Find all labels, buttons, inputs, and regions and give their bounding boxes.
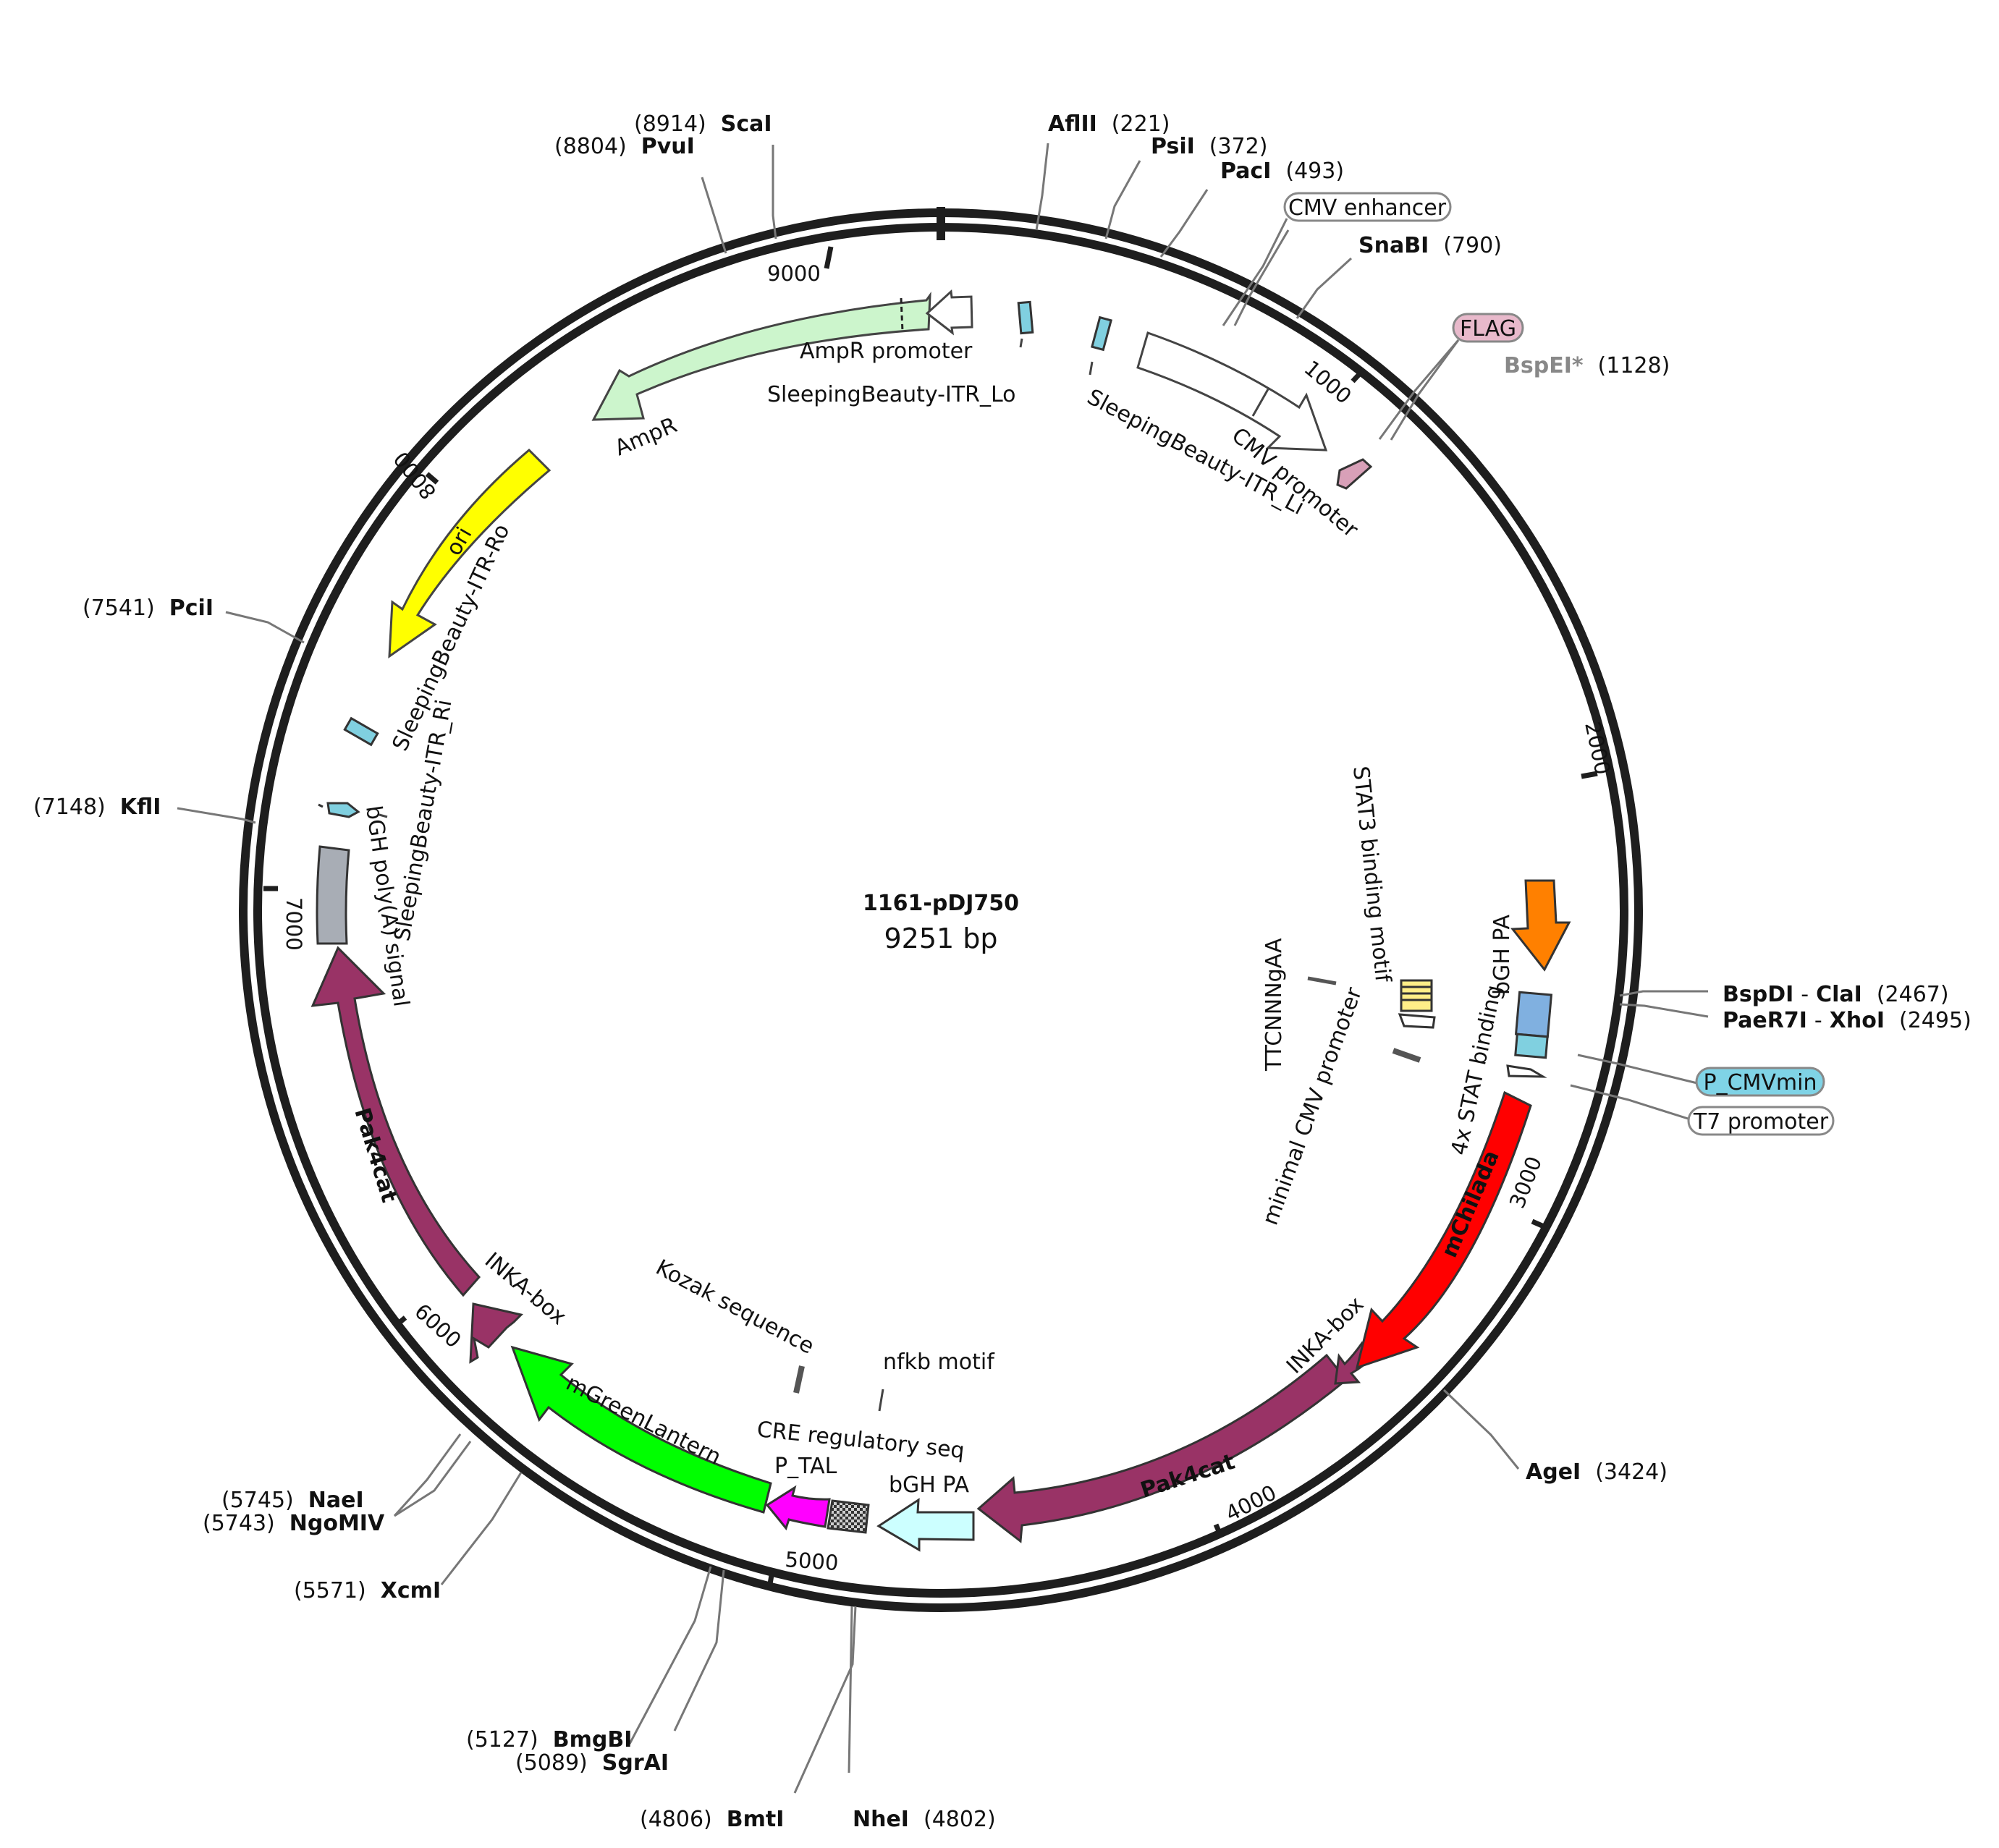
feature-p-cmvmin[interactable]: [1514, 1033, 1549, 1059]
site-bspei: BspEI*(1128): [1504, 353, 1670, 378]
label-nfkb-motif: nfkb motif: [883, 1349, 995, 1375]
tick-marks: [263, 246, 1598, 1589]
feature-flag[interactable]: [1336, 458, 1373, 490]
svg-text:T7 promoter: T7 promoter: [1693, 1109, 1829, 1135]
site-pcii: (7541)PciI: [83, 595, 214, 621]
feature-bgh-pa-bottom[interactable]: [876, 1498, 975, 1552]
plasmid-name: 1161-pDJ750: [863, 891, 1019, 916]
tick-label-5000: 5000: [785, 1547, 840, 1575]
label-bgh-pa-bottom: bGH PA: [889, 1472, 970, 1498]
tick-label-9000: 9000: [767, 261, 821, 286]
feature-ampr-promoter[interactable]: [925, 289, 973, 336]
site-nhei: NheI(4802): [853, 1807, 996, 1832]
plasmid-length: 9251 bp: [884, 923, 997, 954]
svg-text:CMV enhancer: CMV enhancer: [1288, 195, 1447, 221]
backbone: [239, 207, 1643, 1612]
feature-stat3-binding-motif[interactable]: [1400, 979, 1433, 1012]
feature-cmv-promoter[interactable]: [1136, 331, 1328, 452]
site-kfli: (7148)KflI: [33, 794, 161, 820]
site-bmti: (4806)BmtI: [640, 1807, 784, 1832]
site-ngomiv: (5743)NgoMIV: [203, 1511, 385, 1536]
label-stat3-binding-motif: STAT3 binding motif: [1348, 765, 1395, 984]
label-ampr-promoter: AmpR promoter: [800, 339, 973, 364]
feature-nfkb-motif: [878, 1389, 884, 1412]
boxed-leaders: [1222, 218, 1698, 1123]
site-scai: (8914)ScaI: [634, 111, 772, 137]
feature-pak4cat-right[interactable]: [976, 1353, 1348, 1543]
feature-bgh-polya-signal[interactable]: [316, 845, 350, 945]
site-bmgbi: (5127)BmgBI: [466, 1727, 632, 1752]
feature-t7-promoter[interactable]: [1506, 1064, 1547, 1078]
feature-pak4cat-left[interactable]: [310, 946, 481, 1297]
feature-cre-regulatory-seq[interactable]: [827, 1499, 870, 1534]
site-aflii: AflII(221): [1048, 111, 1170, 137]
site-paer7i-xhoi: PaeR7I-XhoI(2495): [1723, 1008, 1971, 1033]
feature-ttcnnngaa[interactable]: [1307, 976, 1337, 986]
tick-labels: 9000 1000 2000 3000 4000 5000 6000 7000 …: [282, 261, 1615, 1575]
feature-sb-itr-lo-line: [1019, 338, 1023, 348]
feature-minimal-cmv-promoter[interactable]: [1398, 1013, 1436, 1029]
site-psii: PsiI(372): [1151, 134, 1267, 159]
feature-mchilada[interactable]: [1355, 1090, 1532, 1370]
site-labels: (8914)ScaI (8804)PvuI AflII(221) PsiI(37…: [33, 111, 1971, 1832]
label-bgh-pa-right: bGH PA: [1489, 914, 1515, 995]
feature-ampr[interactable]: [591, 292, 931, 421]
callout-flag: FLAG: [1452, 313, 1524, 343]
site-paci: PacI(493): [1220, 158, 1344, 184]
tick-label-7000: 7000: [282, 897, 306, 951]
feature-kozak-sequence[interactable]: [793, 1365, 805, 1394]
label-ttcnnngaa: TTCNNNgAA: [1261, 938, 1287, 1072]
site-snabi: SnaBI(790): [1358, 233, 1502, 258]
feature-sb-itr-ro[interactable]: [343, 716, 379, 747]
feature-p-tal[interactable]: [765, 1485, 831, 1531]
site-xcmi: (5571)XcmI: [294, 1578, 441, 1603]
site-pvui: (8804)PvuI: [554, 134, 695, 159]
feature-sb-itr-li-line: [1089, 361, 1094, 376]
label-p-tal: P_TAL: [774, 1454, 837, 1479]
svg-text:P_CMVmin: P_CMVmin: [1703, 1070, 1817, 1095]
feature-sb-itr-lo[interactable]: [1017, 300, 1034, 335]
feature-ori[interactable]: [388, 448, 551, 658]
callout-p-cmvmin: P_CMVmin: [1695, 1067, 1825, 1097]
site-leaders: [177, 143, 1709, 1794]
feature-sb-itr-li[interactable]: [1091, 315, 1112, 352]
site-sgrai: (5089)SgrAI: [515, 1750, 669, 1776]
feature-labels: AmpR promoter SleepingBeauty-ITR_Lo AmpR…: [349, 339, 1515, 1504]
callout-t7-promoter: T7 promoter: [1687, 1106, 1835, 1136]
feature-4x-stat-binding[interactable]: [1514, 991, 1553, 1038]
label-sb-itr-lo: SleepingBeauty-ITR_Lo: [767, 382, 1016, 407]
callout-cmv-enhancer: CMV enhancer: [1283, 192, 1452, 222]
site-bspdi-clai: BspDI-ClaI(2467): [1723, 982, 1949, 1007]
feature-mgreenlantern[interactable]: [510, 1345, 772, 1514]
svg-text:FLAG: FLAG: [1460, 316, 1516, 342]
site-naei: (5745)NaeI: [221, 1488, 364, 1513]
feature-sb-itr-ri[interactable]: [326, 802, 360, 818]
site-agei: AgeI(3424): [1526, 1459, 1668, 1485]
label-kozak-sequence: Kozak sequence: [651, 1255, 818, 1360]
feature-inka-box-left[interactable]: [469, 1302, 523, 1364]
feature-bgh-pa-right[interactable]: [1510, 879, 1571, 972]
